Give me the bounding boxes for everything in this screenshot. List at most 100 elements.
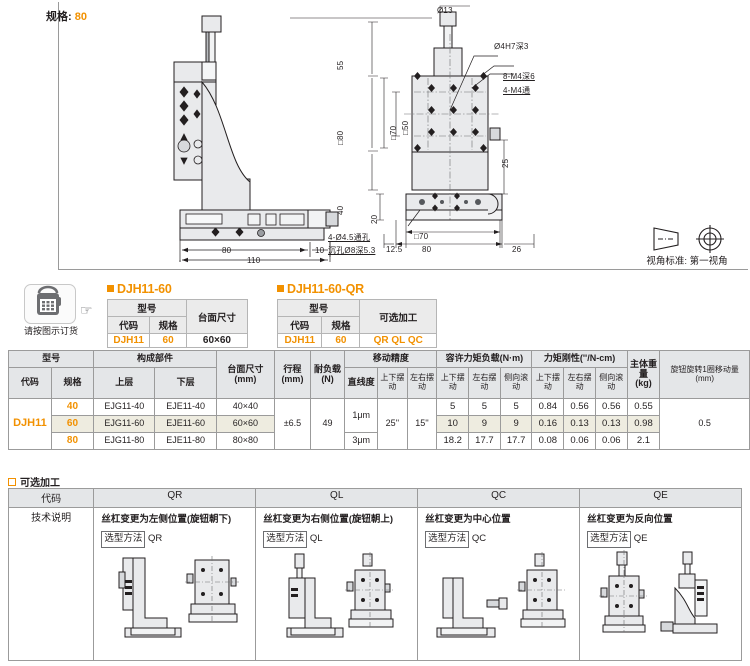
cell-ml-side: 5 — [499, 398, 533, 416]
dim-sq80: □80 — [336, 130, 345, 145]
cell-ma-ud: 25'' — [377, 398, 408, 450]
order-left-group: 型号 — [107, 299, 187, 317]
order-caption: 请按图示订货 — [23, 326, 78, 336]
optional-desc-qe: 丝杠变更为反向位置 — [587, 514, 673, 525]
method-box-label: 选型方法 — [425, 531, 470, 548]
hole-note-line1: 4-Ø4.5通孔 — [328, 233, 371, 242]
optional-cell-ql: 丝杠变更为右侧位置(旋钮朝上) 选型方法 QL — [255, 507, 419, 661]
spec-label-value: 80 — [74, 11, 87, 23]
cell-ma-lr: 15'' — [406, 398, 438, 450]
order-left-v1: DJH11 — [106, 333, 151, 348]
optional-figure-ql — [257, 548, 416, 640]
hdr-lower: 下层 — [154, 367, 217, 399]
spec-header-row-2: 代码 规格 上层 下层 直线度 上下摆动 左右摆动 上下摆动 左右摆动 侧向滚动… — [8, 367, 750, 399]
order-right-v3: QR QL QC — [359, 333, 437, 348]
order-left-h1: 代码 — [106, 316, 151, 334]
dim-25: 25 — [501, 158, 510, 168]
order-left-table: 型号 台面尺寸 代码 规格 DJH11 60 60×60 — [106, 299, 249, 348]
optional-col-qr: QR — [93, 488, 257, 508]
hdr-ml-side: 侧向滚动 — [499, 367, 533, 399]
view-standard-symbol — [628, 222, 746, 253]
dim-diameter-13: Ø13 — [437, 6, 453, 15]
hole-note-line2: 沉孔Ø8深5.3 — [328, 246, 376, 255]
hdr-straightness: 直线度 — [344, 367, 379, 399]
order-right-title: DJH11-60-QR — [277, 282, 364, 296]
dim-plate-sq50: □50 — [401, 120, 410, 135]
bullet-square-icon — [277, 285, 284, 292]
bullet-outline-square-icon — [8, 478, 16, 486]
order-right-h3: 可选加工 — [359, 299, 437, 334]
dim-front-110: 110 — [247, 256, 261, 265]
dim-front-80: 80 — [222, 246, 232, 255]
cell-ml-lr: 5 — [468, 398, 501, 416]
cell-size: 60 — [50, 415, 95, 433]
order-left-title: DJH11-60 — [107, 282, 172, 296]
dim-20: 20 — [370, 214, 379, 224]
cell-table-size: 80×80 — [215, 432, 276, 450]
cell-ml-ud: 5 — [436, 398, 470, 416]
method-value: QE — [633, 533, 648, 545]
optional-method-qe: 选型方法 QE — [581, 527, 740, 548]
method-value: QL — [309, 533, 323, 545]
order-left-h2: 规格 — [149, 316, 187, 334]
order-left-v3: 60×60 — [185, 333, 249, 348]
cell-mr-lr: 0.13 — [563, 415, 596, 433]
optional-figure-qc — [419, 548, 578, 640]
table-row: 60 EJG11-60 EJE11-60 60×60 10 9 9 0.16 0… — [9, 415, 750, 433]
optional-cell-qe: 丝杠变更为反向位置 选型方法 QE — [579, 507, 742, 661]
cell-upper: EJG11-80 — [93, 432, 156, 450]
cell-mr-side: 0.06 — [594, 432, 628, 450]
order-left-v2: 60 — [149, 333, 187, 348]
drawing-panel — [58, 2, 748, 270]
front-view-drawing — [140, 14, 390, 263]
cell-product-code: DJH11 — [8, 398, 52, 450]
dim-bottom-26: 26 — [512, 245, 522, 254]
callout-8m4: 8-M4深6 — [503, 72, 535, 81]
order-left-h3: 台面尺寸 — [185, 299, 249, 334]
optional-figure-qe — [581, 548, 740, 640]
method-value: QC — [471, 533, 487, 545]
cell-straightness-3: 3μm — [344, 432, 379, 450]
table-row: DJH11 40 EJG11-40 EJE11-40 40×40 ±6.5 49… — [8, 398, 750, 450]
hdr-ma-lr: 左右摆动 — [406, 367, 438, 399]
optional-desc-ql: 丝杠变更为右侧位置(旋钮朝上) — [263, 514, 394, 525]
optional-processing-title: 可选加工 — [8, 474, 60, 489]
cell-mr-ud: 0.08 — [531, 432, 565, 450]
optional-code-header: 代码 — [7, 488, 95, 508]
hdr-components: 构成部件 — [93, 350, 217, 368]
cell-lower: EJE11-60 — [154, 415, 217, 433]
cell-mr-side: 0.56 — [594, 398, 628, 416]
optional-processing-table: 代码 QR QL QC QE 技术说明 丝杠变更为左侧位置(旋钮朝下) 选型方法… — [7, 488, 742, 661]
cell-weight: 0.55 — [626, 398, 661, 416]
optional-desc-qr: 丝杠变更为左侧位置(旋钮朝下) — [101, 514, 232, 525]
pointing-hand-icon: ☞ — [80, 302, 93, 318]
hdr-size: 规格 — [50, 367, 95, 399]
callout-4m4: 4-M4通 — [503, 86, 531, 95]
optional-method-qr: 选型方法 QR — [95, 527, 254, 548]
callout-dia4h7: Ø4H7深3 — [494, 42, 529, 51]
spec-label-text: 规格: — [46, 11, 72, 23]
order-right-h1: 代码 — [276, 316, 323, 334]
cell-ml-lr: 9 — [468, 415, 501, 433]
cell-ml-side: 17.7 — [499, 432, 533, 450]
cell-mr-lr: 0.56 — [563, 398, 596, 416]
method-box-label: 选型方法 — [263, 531, 308, 548]
cell-ml-side: 9 — [499, 415, 533, 433]
method-box-label: 选型方法 — [101, 531, 146, 548]
table-row: 80 EJG11-80 EJE11-80 80×80 3μm 18.2 17.7… — [9, 432, 750, 450]
optional-header-row: 代码 QR QL QC QE — [7, 488, 742, 508]
hdr-upper: 上层 — [93, 367, 156, 399]
optional-col-qe: QE — [579, 488, 742, 508]
optional-method-ql: 选型方法 QL — [257, 527, 416, 548]
optional-method-qc: 选型方法 QC — [419, 527, 578, 548]
cell-ml-ud: 18.2 — [436, 432, 470, 450]
cell-weight: 2.1 — [626, 432, 661, 450]
spec-label: 规格: 80 — [46, 8, 87, 24]
cell-size: 40 — [50, 398, 95, 416]
cell-size: 80 — [50, 432, 95, 450]
dim-front-10: 10 — [315, 246, 325, 255]
cell-mr-ud: 0.16 — [531, 415, 565, 433]
hdr-model: 型号 — [7, 350, 95, 368]
hdr-ma-ud: 上下摆动 — [377, 367, 408, 399]
cell-upper: EJG11-60 — [93, 415, 156, 433]
